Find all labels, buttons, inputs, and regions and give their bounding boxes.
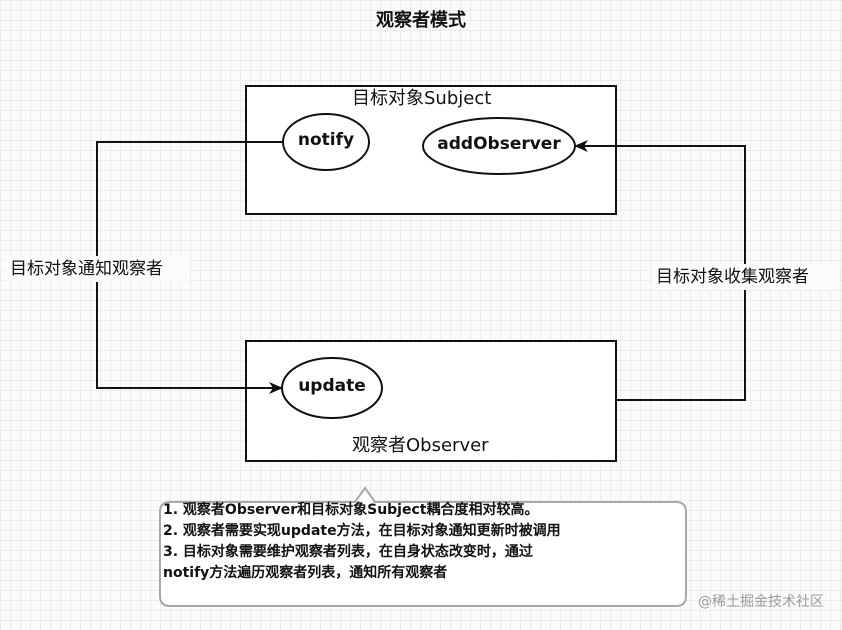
- note-line-4: notify方法遍历观察者列表，通知所有观察者: [163, 565, 448, 581]
- note-line-1: 1. 观察者Observer和目标对象Subject耦合度相对较高。: [163, 502, 539, 518]
- add-observer-label: addObserver: [437, 134, 561, 154]
- note-line-3: 3. 目标对象需要维护观察者列表，在自身状态改变时，通过: [163, 544, 533, 560]
- notify-edge-label: 目标对象通知观察者: [10, 259, 163, 279]
- update-label: update: [298, 376, 366, 396]
- notify-label: notify: [297, 130, 355, 150]
- note-line-2: 2. 观察者需要实现update方法，在目标对象通知更新时被调用: [163, 523, 561, 539]
- observer-box-label: 观察者Observer: [352, 435, 489, 456]
- notify-edge-label-bg: [6, 256, 188, 282]
- collect-edge-label: 目标对象收集观察者: [656, 267, 809, 287]
- watermark: @稀土掘金技术社区: [698, 594, 824, 610]
- collect-edge-label-bg: [652, 264, 838, 290]
- diagram-title: 观察者模式: [376, 10, 466, 31]
- subject-box-label: 目标对象Subject: [352, 88, 492, 109]
- note-text: 1. 观察者Observer和目标对象Subject耦合度相对较高。 2. 观察…: [163, 500, 678, 584]
- note-callout: [159, 486, 687, 607]
